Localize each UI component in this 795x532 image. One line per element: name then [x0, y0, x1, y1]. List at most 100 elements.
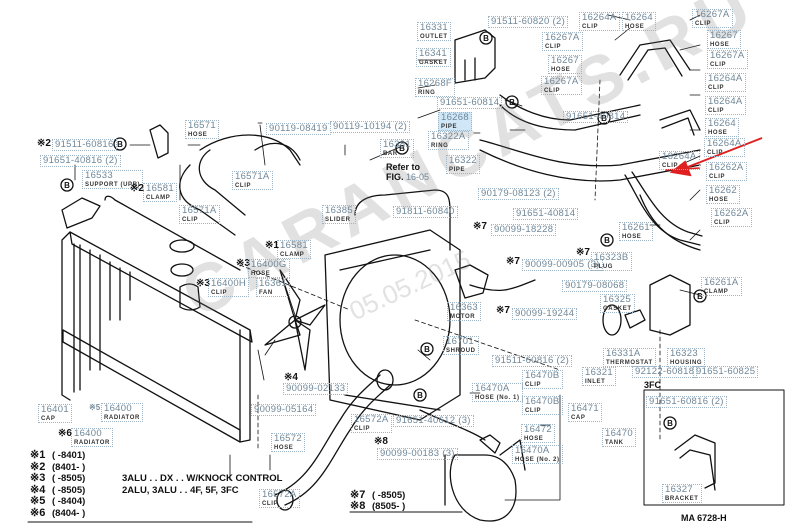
part-label-91651-40612[interactable]: 91651-40612 (3)	[393, 415, 474, 427]
part-label-90119-10194[interactable]: 90119-10194 (2)	[330, 121, 411, 133]
part-name: CLIP	[707, 149, 724, 156]
part-label-90099-00183[interactable]: 90099-00183 (3)	[377, 448, 458, 460]
part-label-91511-60820[interactable]: 91511-60820 (2)	[488, 16, 569, 28]
part-label-90099-00905[interactable]: 90099-00905 (3)	[522, 259, 603, 271]
part-label-91511-60816[interactable]: 91511-60816 (2)	[492, 355, 573, 367]
part-label-91811-60840[interactable]: 91811-60840	[393, 206, 458, 218]
refer-fig-link[interactable]: 16-05	[406, 172, 430, 182]
part-number: 16400H	[211, 278, 247, 289]
part-name: CLIP	[354, 425, 371, 432]
part-number: 16470A	[475, 383, 510, 394]
part-number: 16268	[441, 112, 469, 123]
part-name: RADIATOR	[74, 439, 110, 446]
part-label-91651-60825[interactable]: 91651-60825	[693, 366, 759, 378]
part-name: HOSE (No. 1)	[475, 394, 520, 401]
part-number: 16581	[146, 183, 174, 194]
part-label-91651-40816[interactable]: 91651-40816 (2)	[40, 155, 121, 167]
bolt-label: B	[117, 140, 123, 149]
part-name: HOSE (No. 2)	[515, 456, 560, 463]
part-label-90179-08123[interactable]: 90179-08123 (2)	[478, 188, 559, 200]
part-label-91511-60816[interactable]: 91511-60816	[52, 139, 117, 151]
part-label-92122-60818[interactable]: 92122-60818	[632, 366, 698, 378]
part-number: 90099-00905 (3)	[525, 259, 600, 270]
bolt-label: B	[399, 144, 405, 153]
part-number: 16470	[605, 428, 633, 439]
hose-16572	[274, 374, 391, 506]
part-label-91651-60814[interactable]: 91651-60814	[437, 97, 503, 109]
bolt-label: B	[424, 345, 430, 354]
part-label-91651-40814[interactable]: 91651-40814	[513, 208, 579, 220]
part-label-90099-05164[interactable]: 90099-05164	[251, 404, 317, 416]
part-number: 16268F	[418, 78, 453, 89]
part-label-91651-40814[interactable]: 91651-40814	[563, 111, 629, 123]
part-label-90099-18228[interactable]: 90099-18228	[491, 224, 557, 236]
part-label-90099-19244[interactable]: 90099-19244	[512, 308, 578, 320]
part-name: FAN	[259, 289, 273, 296]
legend-row: ※3( -8505)3ALU . . DX . . W/KNOCK CONTRO…	[30, 472, 282, 485]
refer-fig-prefix: FIG.	[386, 172, 404, 182]
part-number: 90099-00183 (3)	[380, 448, 455, 459]
part-label-90179-08068[interactable]: 90179-08068	[562, 280, 628, 292]
part-label-90099-02133[interactable]: 90099-02133	[283, 383, 349, 395]
part-label-90119-08419[interactable]: 90119-08419	[266, 123, 331, 135]
part-number: 91511-60816	[55, 139, 114, 150]
part-label-91651-60816[interactable]: 91651-60816 (2)	[646, 396, 727, 408]
